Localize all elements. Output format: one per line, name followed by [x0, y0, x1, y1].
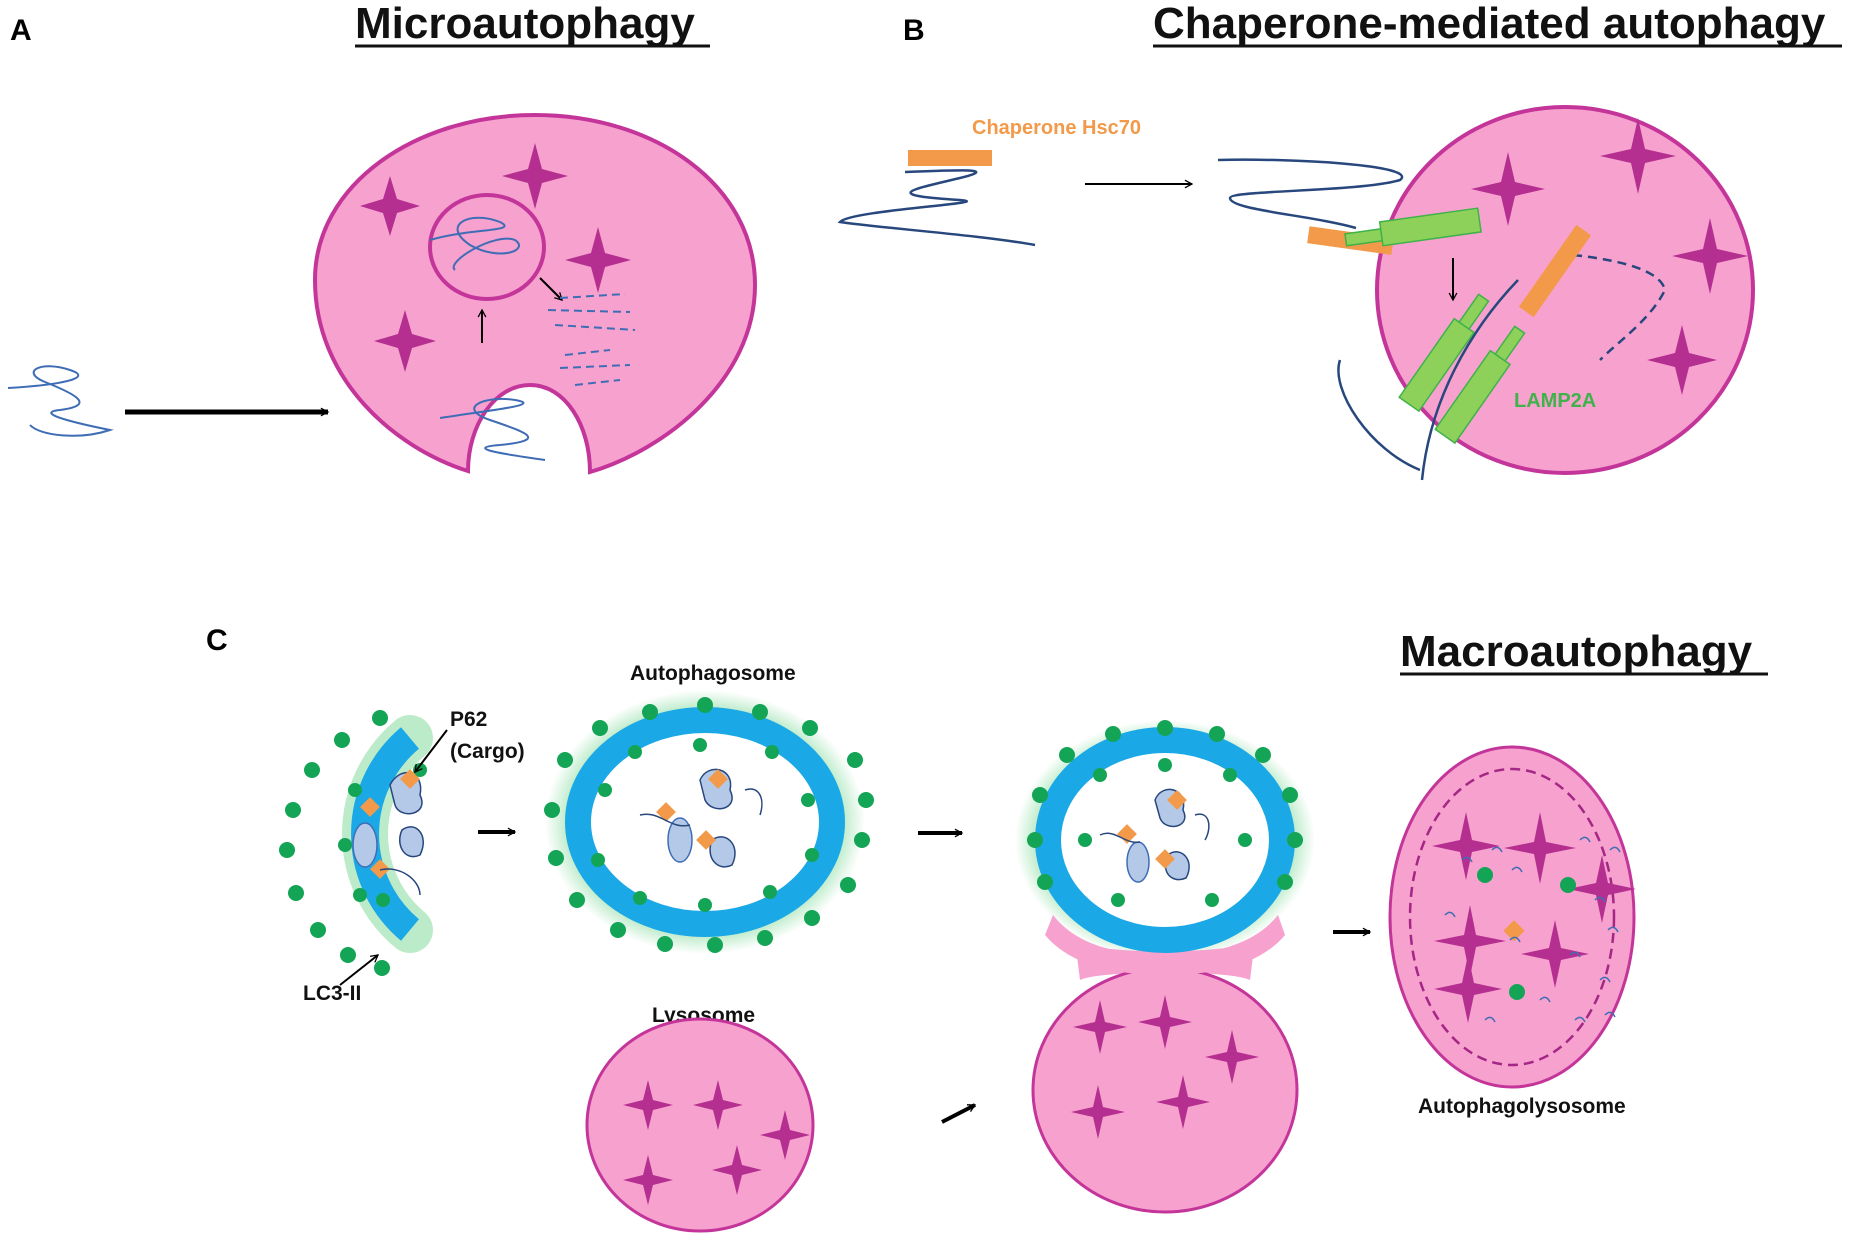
panel-a-letter: A [10, 14, 32, 47]
degraded-fragments [547, 293, 636, 386]
degradation-arrow [539, 277, 562, 300]
chaperone-hsc70 [908, 150, 992, 166]
lysosome-stars-a [360, 143, 631, 372]
lc3-dots-fusion [1027, 720, 1303, 907]
fusion-autophagosome [1035, 727, 1295, 953]
lysosome-microautophagy [312, 112, 758, 475]
fusion-pink-bottom [1045, 915, 1285, 975]
autophagosome-label: Autophagosome [630, 662, 796, 685]
autophagolysosome-label: Autophagolysosome [1418, 1095, 1626, 1118]
lysosome-stars-c [623, 1080, 810, 1205]
lamp2a-label: LAMP2A [1514, 390, 1596, 412]
lysosome-macroautophagy [585, 1017, 815, 1233]
lysosome-cma [1375, 105, 1755, 475]
lc3-dots-phagophore [279, 710, 427, 976]
p62-cargo-label: (Cargo) [450, 740, 525, 763]
panel-c-title: Macroautophagy [1400, 627, 1753, 676]
lc3-dots-autophagosome [544, 697, 874, 953]
panel-c: C Macroautophagy [206, 624, 1768, 1233]
p62-label: P62 [450, 708, 487, 731]
panel-a: A Microautophagy [7, 0, 758, 475]
lamp2a-receptor-top [1344, 207, 1482, 247]
autophagosome [544, 690, 874, 954]
engulfed-protein-strand [429, 216, 520, 271]
substrate-protein [837, 169, 1036, 247]
lc3-pointer [339, 955, 378, 986]
free-protein-strand [7, 365, 114, 437]
autophagolysosome-inner-membrane [1408, 767, 1616, 1067]
arrow-lysosome-to-fusion [941, 1103, 975, 1124]
panel-b-letter: B [903, 14, 925, 47]
autophagosome-cargo [639, 768, 763, 868]
panel-b-title: Chaperone-mediated autophagy [1153, 0, 1826, 48]
invaginating-protein-strand [439, 397, 546, 461]
autophagolysosome [1388, 745, 1636, 1089]
bound-substrate [1217, 158, 1404, 230]
lc3-label: LC3-II [303, 982, 361, 1005]
degraded-cargo-fragments [1444, 836, 1621, 1023]
intralysosomal-vesicle [428, 193, 546, 301]
lamp2a-receptor-right [1434, 325, 1526, 445]
phagophore [279, 710, 433, 976]
lamp2a-receptor-left [1398, 293, 1490, 413]
panel-c-letter: C [206, 624, 228, 657]
p62-pointer [415, 729, 448, 772]
panel-b: B Chaperone-mediated autophagy Chaperone… [837, 0, 1842, 481]
autophagolysosome-lc3-dots [1477, 867, 1576, 1000]
unfolded-substrate-inside [1572, 253, 1667, 361]
phagophore-cargo [352, 769, 424, 896]
lysosome-stars-b [1471, 118, 1748, 395]
outer-substrate [1337, 359, 1421, 472]
autophagolysosome-stars [1432, 812, 1636, 1023]
translocated-chaperone [1518, 224, 1592, 318]
fusion-cargo [1099, 788, 1210, 883]
fusion-lysosome-stars [1071, 995, 1259, 1139]
panel-a-title: Microautophagy [355, 0, 695, 48]
fusion-complex [1015, 720, 1315, 1214]
chaperone-label: Chaperone Hsc70 [972, 117, 1141, 139]
translocating-substrate [1420, 279, 1519, 481]
